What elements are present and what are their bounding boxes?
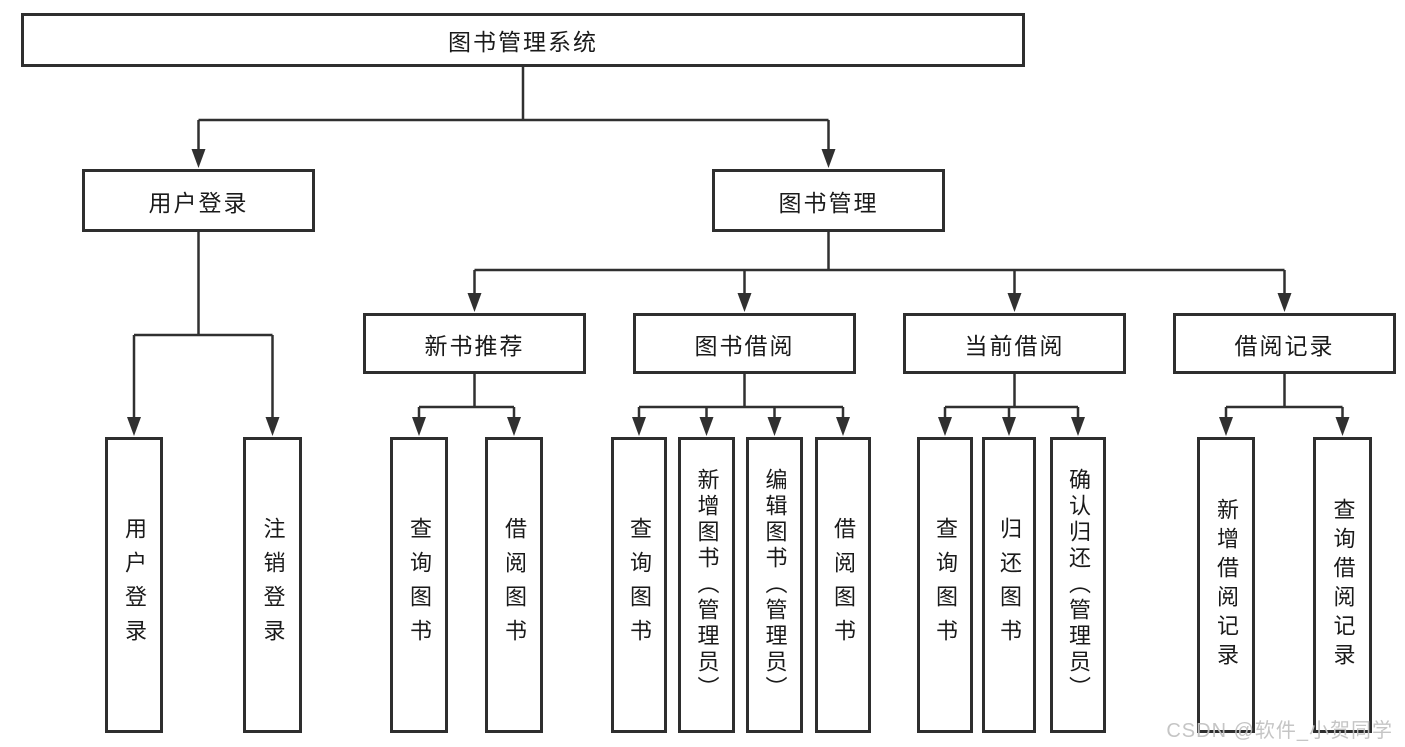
arrowhead-icon <box>767 417 782 436</box>
node-root-label: 图书管理系统 <box>448 29 598 55</box>
arrowhead-icon <box>1002 417 1016 436</box>
node-leaf-borrow-books-recommend-label: 借阅图书 <box>502 517 527 653</box>
connector-new-book-recommend-to-leaves <box>417 374 516 419</box>
arrowhead-icon <box>467 293 482 312</box>
arrowhead-icon <box>836 417 850 436</box>
connector-book-borrow-to-leaves <box>637 374 845 419</box>
node-leaf-user-login: 用户登录 <box>105 437 163 733</box>
node-leaf-edit-books-admin: 编辑图书（管理员） <box>746 437 803 733</box>
node-leaf-query-books-borrow-label: 查询图书 <box>627 517 652 653</box>
node-leaf-query-borrow-record-label: 查询借阅记录 <box>1330 498 1356 672</box>
arrowhead-icon <box>1071 417 1085 436</box>
node-leaf-confirm-return-admin: 确认归还（管理员） <box>1050 437 1106 733</box>
arrowhead-icon <box>1007 293 1022 312</box>
node-leaf-edit-books-admin-label: 编辑图书（管理员） <box>762 468 788 702</box>
arrowhead-icon <box>1219 417 1233 436</box>
arrowhead-icon <box>737 293 752 312</box>
node-leaf-borrow-books-label: 借阅图书 <box>831 517 856 653</box>
arrowhead-icon <box>1277 293 1292 312</box>
connector-root-to-level2 <box>197 67 830 151</box>
node-borrow-records-label: 借阅记录 <box>1234 332 1335 359</box>
node-book-borrow-label: 图书借阅 <box>694 332 795 359</box>
node-leaf-add-books-admin-label: 新增图书（管理员） <box>694 468 720 702</box>
node-user-login-label: 用户登录 <box>148 189 249 216</box>
arrowhead-icon <box>699 417 714 436</box>
node-leaf-return-books-label: 归还图书 <box>997 517 1022 653</box>
node-leaf-add-borrow-record-label: 新增借阅记录 <box>1214 498 1239 672</box>
node-leaf-confirm-return-admin-label: 确认归还（管理员） <box>1066 468 1091 702</box>
arrowhead-icon <box>1335 417 1350 436</box>
arrowhead-icon <box>938 417 952 436</box>
node-user-login: 用户登录 <box>82 169 315 232</box>
node-new-book-recommend: 新书推荐 <box>363 313 586 374</box>
node-leaf-query-books-recommend: 查询图书 <box>390 437 448 733</box>
node-leaf-add-borrow-record: 新增借阅记录 <box>1197 437 1255 733</box>
connector-current-borrow-to-leaves <box>943 374 1080 419</box>
node-leaf-return-books: 归还图书 <box>982 437 1036 733</box>
connector-book-management-to-level3 <box>473 232 1286 295</box>
arrowhead-icon <box>412 417 426 436</box>
node-leaf-query-books-current-label: 查询图书 <box>933 517 958 653</box>
node-leaf-query-books-recommend-label: 查询图书 <box>407 517 432 653</box>
csdn-watermark: CSDN @软件_小贺同学 <box>1166 720 1393 742</box>
node-leaf-logout: 注销登录 <box>243 437 302 733</box>
node-leaf-borrow-books-recommend: 借阅图书 <box>485 437 543 733</box>
node-leaf-borrow-books: 借阅图书 <box>815 437 871 733</box>
node-leaf-query-books-current: 查询图书 <box>917 437 973 733</box>
node-book-management: 图书管理 <box>712 169 945 232</box>
node-borrow-records: 借阅记录 <box>1173 313 1396 374</box>
node-current-borrow-label: 当前借阅 <box>964 332 1065 359</box>
arrowhead-icon <box>265 417 280 436</box>
arrowhead-icon <box>127 417 141 436</box>
arrowhead-icon <box>821 149 836 168</box>
node-leaf-user-login-label: 用户登录 <box>122 517 147 653</box>
arrowhead-icon <box>191 149 206 168</box>
node-current-borrow: 当前借阅 <box>903 313 1126 374</box>
node-leaf-query-books-borrow: 查询图书 <box>611 437 667 733</box>
node-root: 图书管理系统 <box>21 13 1025 67</box>
node-new-book-recommend-label: 新书推荐 <box>424 332 525 359</box>
arrowhead-icon <box>507 417 521 436</box>
node-leaf-query-borrow-record: 查询借阅记录 <box>1313 437 1372 733</box>
node-book-borrow: 图书借阅 <box>633 313 856 374</box>
connector-user-login-to-leaves <box>132 232 274 419</box>
connector-borrow-records-to-leaves <box>1224 374 1344 419</box>
arrowhead-icon <box>632 417 646 436</box>
node-book-management-label: 图书管理 <box>778 189 879 216</box>
node-leaf-logout-label: 注销登录 <box>260 517 286 653</box>
node-leaf-add-books-admin: 新增图书（管理员） <box>678 437 735 733</box>
